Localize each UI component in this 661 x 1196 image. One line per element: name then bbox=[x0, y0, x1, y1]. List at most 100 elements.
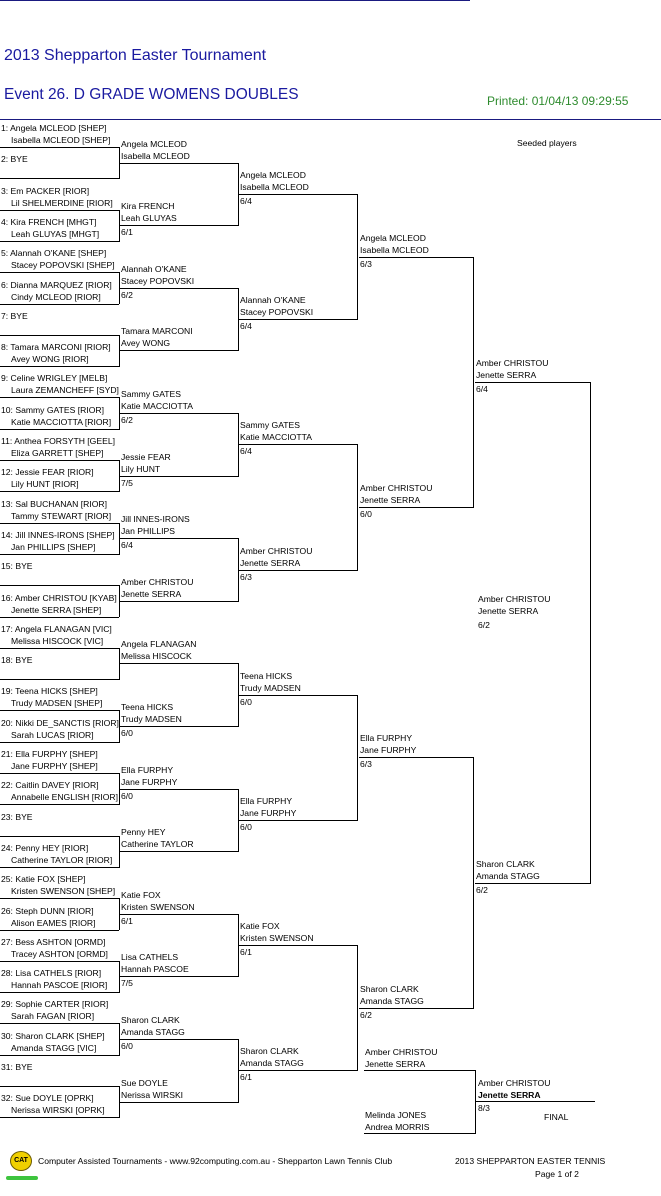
entry-score: 6/4 bbox=[240, 446, 252, 457]
entry-line bbox=[475, 381, 590, 383]
entry-draw-a: 6: Dianna MARQUEZ [RIOR] bbox=[1, 279, 112, 290]
entry-line bbox=[239, 319, 357, 321]
entry-draw-a: 7: BYE bbox=[1, 310, 28, 321]
entry-score: 6/0 bbox=[240, 821, 252, 832]
entry-draw-b: Catherine TAYLOR [RIOR] bbox=[11, 854, 113, 865]
entry-round4-a: Sharon CLARK bbox=[360, 983, 419, 994]
entry-round2-b: Nerissa WIRSKI bbox=[121, 1089, 184, 1100]
entry-draw-a: 10: Sammy GATES [RIOR] bbox=[1, 404, 104, 415]
entry-draw-b: Avey WONG [RIOR] bbox=[11, 354, 89, 365]
final-finalist-1-b: Jenette SERRA bbox=[365, 1059, 426, 1069]
entry-round2-a: Angela MCLEOD bbox=[121, 138, 187, 149]
entry-draw-a: 15: BYE bbox=[1, 561, 33, 572]
entry-line bbox=[239, 444, 357, 446]
bracket-connector bbox=[119, 522, 120, 555]
entry-draw-a: 19: Teena HICKS [SHEP] bbox=[1, 686, 98, 697]
entry-score: 6/4 bbox=[476, 383, 488, 394]
entry-round5-a: Amber CHRISTOU bbox=[476, 357, 549, 368]
entry-line bbox=[0, 1086, 119, 1087]
entry-draw-b: Jan PHILLIPS [SHEP] bbox=[11, 541, 96, 552]
entry-line bbox=[120, 350, 238, 352]
entry-line bbox=[0, 178, 119, 180]
entry-round2-b: Trudy MADSEN bbox=[121, 714, 182, 725]
bracket-connector bbox=[238, 538, 239, 602]
entry-line bbox=[0, 1054, 119, 1056]
bracket-connector bbox=[238, 162, 239, 227]
entry-round2-b: Amanda STAGG bbox=[121, 1027, 185, 1038]
entry-line bbox=[0, 147, 119, 148]
entry-round3-a: Sammy GATES bbox=[240, 420, 301, 431]
entry-round5-a: Sharon CLARK bbox=[476, 858, 535, 869]
entry-line bbox=[120, 413, 238, 415]
entry-round2-a: Amber CHRISTOU bbox=[121, 576, 194, 587]
entry-line bbox=[0, 334, 119, 336]
entry-line bbox=[0, 303, 119, 305]
entry-line bbox=[0, 240, 119, 242]
entry-draw-a: 17: Angela FLANAGAN [VIC] bbox=[1, 623, 112, 634]
bracket-connector bbox=[119, 898, 120, 931]
entry-draw-b: Melissa HISCOCK [VIC] bbox=[11, 635, 104, 646]
entry-draw-a: 13: Sal BUCHANAN [RIOR] bbox=[1, 498, 108, 509]
entry-line bbox=[359, 256, 473, 258]
entry-score: 6/2 bbox=[360, 1009, 372, 1020]
entry-draw-b: Tracey ASHTON [ORMD] bbox=[11, 948, 108, 959]
entry-line bbox=[475, 882, 590, 884]
entry-score: 6/1 bbox=[240, 947, 252, 958]
bracket-connector bbox=[357, 945, 358, 1072]
entry-round2-a: Alannah O'KANE bbox=[121, 263, 187, 274]
entry-line bbox=[239, 193, 357, 195]
entry-draw-b: Jane FURPHY [SHEP] bbox=[11, 761, 98, 771]
entry-round2-a: Jessie FEAR bbox=[121, 451, 171, 462]
entry-line bbox=[0, 866, 119, 868]
bracket-connector bbox=[119, 1023, 120, 1056]
entry-round2-b: Melissa HISCOCK bbox=[121, 651, 192, 662]
entry-line bbox=[0, 522, 119, 524]
entry-round2-a: Sharon CLARK bbox=[121, 1015, 180, 1026]
entry-draw-a: 26: Steph DUNN [RIOR] bbox=[1, 905, 94, 916]
entry-round4-b: Isabella MCLEOD bbox=[360, 244, 429, 255]
entry-draw-a: 9: Celine WRIGLEY [MELB] bbox=[1, 373, 108, 384]
final-line-2 bbox=[364, 1133, 475, 1134]
entry-line bbox=[0, 773, 119, 774]
entry-line bbox=[0, 553, 119, 555]
entry-round3-a: Sharon CLARK bbox=[240, 1046, 299, 1057]
entry-line bbox=[0, 647, 119, 649]
cat-logo-bar bbox=[6, 1176, 38, 1180]
entry-round4-a: Ella FURPHY bbox=[360, 733, 413, 744]
entry-draw-b: Lily HUNT [RIOR] bbox=[11, 479, 79, 490]
entry-line bbox=[120, 538, 238, 540]
entry-round2-a: Tamara MARCONI bbox=[121, 326, 193, 337]
footer-credit: Computer Assisted Tournaments - www.92co… bbox=[38, 1156, 393, 1166]
final-connector bbox=[475, 1070, 476, 1134]
entry-line bbox=[0, 428, 119, 430]
final-line-1 bbox=[364, 1070, 475, 1071]
entry-round2-a: Penny HEY bbox=[121, 827, 166, 838]
entry-line bbox=[120, 1101, 238, 1103]
entry-line bbox=[120, 913, 238, 915]
entry-draw-a: 16: Amber CHRISTOU [KYAB] bbox=[1, 592, 117, 603]
bracket-connector bbox=[238, 913, 239, 978]
entry-round2-b: Katie MACCIOTTA bbox=[121, 401, 193, 412]
bracket-connector bbox=[119, 209, 120, 242]
entry-draw-b: Stacey POPOVSKI [SHEP] bbox=[11, 260, 115, 271]
bracket-connector bbox=[119, 585, 120, 618]
entry-round4-b: Jane FURPHY bbox=[360, 745, 417, 756]
entry-score: 7/5 bbox=[121, 978, 133, 989]
entry-score: 6/3 bbox=[240, 571, 252, 582]
entry-draw-b: Hannah PASCOE [RIOR] bbox=[11, 980, 108, 991]
entry-score: 6/2 bbox=[121, 289, 133, 300]
entry-round2-b: Jenette SERRA bbox=[121, 588, 182, 599]
entry-line bbox=[120, 851, 238, 853]
entry-draw-b: Annabelle ENGLISH [RIOR] bbox=[11, 792, 118, 803]
entry-line bbox=[0, 960, 119, 962]
entry-round3-b: Amanda STAGG bbox=[240, 1058, 304, 1069]
entry-draw-a: 21: Ella FURPHY [SHEP] bbox=[1, 749, 98, 759]
entry-draw-a: 30: Sharon CLARK [SHEP] bbox=[1, 1030, 105, 1041]
entry-draw-a: 1: Angela MCLEOD [SHEP] bbox=[1, 123, 107, 133]
entry-draw-a: 11: Anthea FORSYTH [GEEL] bbox=[1, 436, 115, 446]
entry-score: 6/3 bbox=[360, 258, 372, 269]
entry-line bbox=[0, 992, 119, 994]
cat-logo-icon: CAT bbox=[10, 1151, 32, 1171]
entry-line bbox=[0, 585, 119, 587]
final-finalist-2-b: Andrea MORRIS bbox=[365, 1122, 430, 1132]
